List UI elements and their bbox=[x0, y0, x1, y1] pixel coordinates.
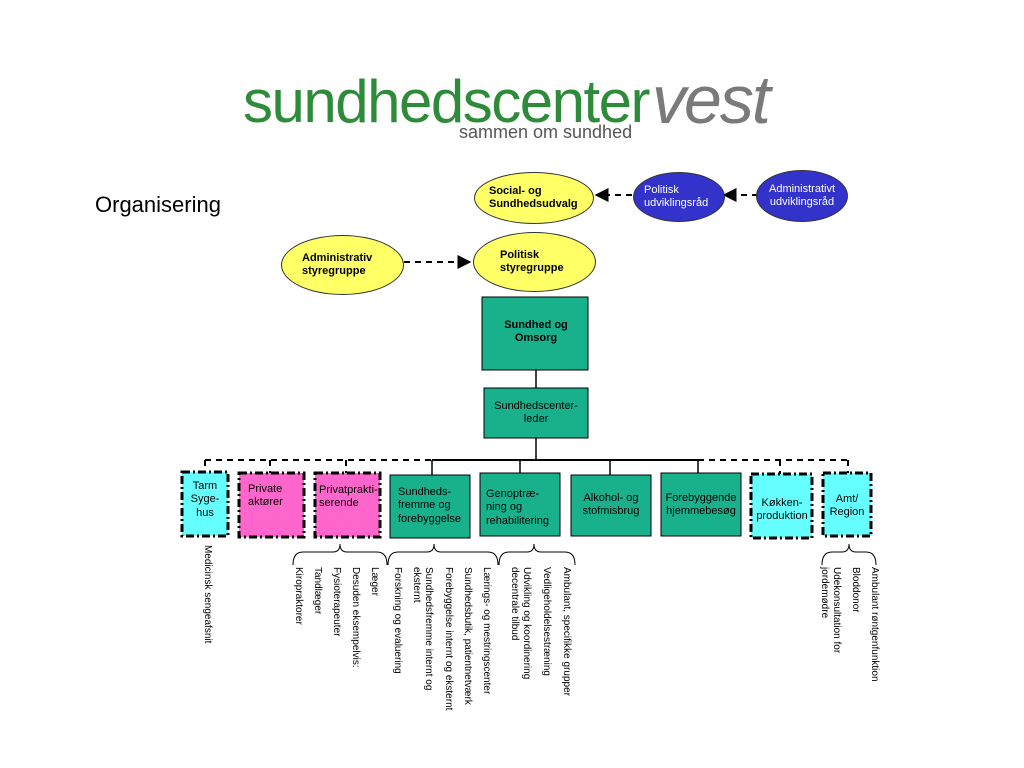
ellipse-politisk-styregruppe: Politisk styregruppe bbox=[473, 232, 596, 292]
list-item-genoptraening-0: Ambulant, specifikke grupper bbox=[561, 567, 572, 696]
label-privatpraktiserende: Privatprakti-serende bbox=[319, 483, 378, 509]
node-shapes bbox=[389, 296, 742, 539]
list-item-privat-3: Tandlæger bbox=[312, 567, 323, 615]
label-tarm: Tarm Syge-hus bbox=[190, 480, 220, 519]
label-politisk-udviklingsraad: Politisk udviklingsråd bbox=[644, 183, 709, 209]
list-item-privat-0: Læger bbox=[369, 567, 380, 596]
ellipse-politisk-udviklingsraad: Politisk udviklingsråd bbox=[633, 172, 725, 222]
box-genoptraening bbox=[479, 472, 561, 537]
box-forebyggende bbox=[660, 472, 742, 537]
list-item-sundhedsfremme-4: Forskning og evaluering bbox=[392, 567, 403, 674]
label-sundhedscenterleder: Sundhedscenter-leder bbox=[494, 399, 578, 425]
list-item-tarm-0: Medicinsk sengeafsnit bbox=[202, 545, 213, 644]
list-item-sundhedsfremme-3: Sundhedsfremme internt og eksternt bbox=[411, 567, 434, 691]
braces bbox=[292, 543, 877, 566]
list-item-privat-1: Desuden eksempelvis: bbox=[350, 567, 361, 668]
list-item-amt-1: Bloddonor bbox=[850, 567, 861, 613]
list-item-genoptraening-2: Udvikling og koordinering decentrale til… bbox=[509, 567, 532, 680]
box-alkohol bbox=[570, 474, 652, 537]
page-heading: Organisering bbox=[95, 192, 221, 217]
box-privatpraktiserende bbox=[313, 471, 382, 539]
box-amt bbox=[821, 471, 873, 538]
box-sundhed-og-omsorg bbox=[481, 296, 589, 371]
list-item-sundhedsfremme-2: Forebyggelse internt og eksternt bbox=[443, 567, 454, 711]
list-item-sundhedsfremme-0: Lærings- og mestringscenter bbox=[481, 567, 492, 695]
box-sundhedscenterleder bbox=[483, 387, 589, 439]
dashed-lines bbox=[204, 459, 849, 474]
logo-wordmark: sundhedscenter bbox=[243, 68, 650, 135]
label-administrativt-udviklingsraad: Administrativt udviklingsråd bbox=[768, 182, 836, 208]
label-sundhedsfremme: Sundheds-fremme og forebyggelse bbox=[398, 486, 461, 525]
logo-tagline: sammen om sundhed bbox=[459, 122, 633, 142]
list-item-privat-2: Fysioterapeuter bbox=[331, 567, 342, 637]
box-sundhedsfremme bbox=[389, 474, 471, 539]
label-social-sundhedsudvalg: Social- og Sundhedsudvalg bbox=[489, 184, 578, 210]
list-item-amt-0: Ambulant røntgenfunktion bbox=[869, 567, 880, 682]
box-koekken bbox=[749, 472, 814, 540]
list-item-amt-2: Udekonsultation for jordemødre bbox=[819, 567, 842, 654]
label-amt: Amt/ Region bbox=[829, 492, 865, 518]
label-sundhed-og-omsorg: Sundhed og Omsorg bbox=[504, 318, 568, 344]
ellipse-social-sundhedsudvalg: Social- og Sundhedsudvalg bbox=[474, 172, 594, 224]
label-genoptraening: Genoptræ-ning og rehabilitering bbox=[486, 488, 549, 527]
label-koekken: Køkken-produktion bbox=[756, 496, 808, 522]
ellipse-administrativ-styregruppe: Administrativ styregruppe bbox=[281, 235, 404, 295]
dashed-node-shapes bbox=[180, 470, 873, 540]
label-alkohol: Alkohol- og stofmisbrug bbox=[582, 491, 640, 517]
box-private bbox=[237, 471, 306, 539]
list-item-sundhedsfremme-1: Sundhedsbutik, patientnetværk bbox=[462, 567, 473, 705]
ellipse-administrativt-udviklingsraad: Administrativt udviklingsråd bbox=[756, 170, 848, 222]
label-forebyggende: Forebyggende hjemmebesøg bbox=[665, 491, 737, 517]
list-item-privat-4: Kiropraktorer bbox=[293, 567, 304, 625]
label-private: Private aktører bbox=[248, 482, 283, 508]
label-politisk-styregruppe: Politisk styregruppe bbox=[500, 248, 564, 274]
logo-wordmark-accent: vest bbox=[652, 62, 771, 138]
label-administrativ-styregruppe: Administrativ styregruppe bbox=[302, 251, 373, 277]
list-item-genoptraening-1: Vedligeholdelsestræning bbox=[541, 567, 552, 676]
box-tarm bbox=[180, 470, 230, 538]
arrows bbox=[404, 188, 758, 269]
